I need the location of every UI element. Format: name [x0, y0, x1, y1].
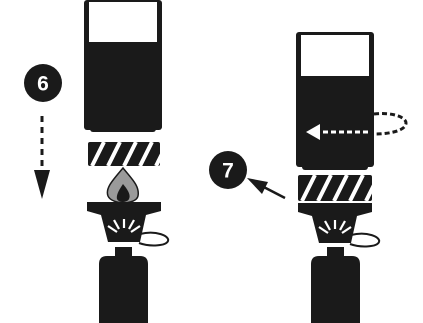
fuel-cylinder	[99, 247, 148, 323]
burner-head	[87, 202, 161, 242]
canister-top	[84, 0, 162, 132]
twist-arrow-icon	[306, 112, 408, 140]
step-7-number: 7	[222, 160, 234, 183]
canister-top-2	[296, 32, 374, 170]
burner-head-2	[298, 203, 372, 243]
step-7-badge: 7	[209, 151, 247, 189]
step-6-badge: 6	[24, 64, 62, 102]
valve-wire-loop-2	[349, 232, 381, 248]
valve-wire-loop	[138, 231, 170, 247]
threaded-ring-2	[298, 175, 372, 201]
pointer-arrow-icon	[247, 178, 286, 200]
step-7-panel: 7	[209, 32, 408, 323]
step-6-panel: 6	[24, 0, 170, 323]
dashed-arrow-down-icon	[34, 116, 50, 199]
flame-icon	[106, 166, 140, 204]
threaded-ring	[88, 142, 160, 166]
step-6-number: 6	[37, 73, 49, 96]
fuel-cylinder-2	[311, 247, 360, 323]
